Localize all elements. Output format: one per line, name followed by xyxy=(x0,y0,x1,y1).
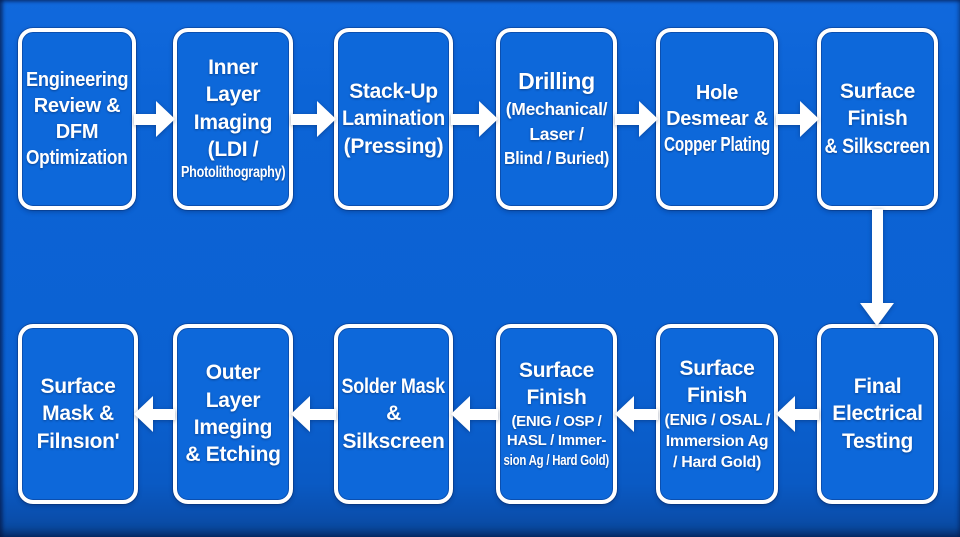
node-line: Imaging xyxy=(193,110,273,134)
node-line: Engineering xyxy=(25,69,129,91)
arrow-right-icon xyxy=(291,101,336,137)
node-stack-up-lamination: Stack-Up Lamination (Pressing) xyxy=(334,28,453,210)
node-surface-finish-enig-osp: Surface Finish (ENIG / OSP / HASL / Imme… xyxy=(496,324,617,504)
arrow-left-icon xyxy=(134,396,175,432)
node-line: (ENIG / OSAL / xyxy=(664,411,770,429)
node-line: Silkscreen xyxy=(342,429,445,453)
node-line: Blind / Buried) xyxy=(503,148,610,169)
node-line: Filnsıon' xyxy=(36,429,120,453)
arrow-right-icon xyxy=(134,101,175,137)
node-line: / Hard Gold) xyxy=(673,453,761,471)
node-line: Outer xyxy=(205,361,261,385)
arrow-left-icon xyxy=(291,396,336,432)
node-line: Review & xyxy=(33,95,121,117)
node-line: Surface xyxy=(40,375,116,399)
node-line: HASL / Immer- xyxy=(506,432,607,450)
node-line: (LDI / xyxy=(207,138,259,162)
node-line: Hole xyxy=(695,82,739,104)
node-line: & xyxy=(386,402,401,426)
node-surface-finish-silkscreen: Surface Finish & Silkscreen xyxy=(817,28,938,210)
arrow-right-icon xyxy=(451,101,498,137)
node-line: Electrical xyxy=(832,402,923,426)
node-line: Lamination xyxy=(341,107,446,131)
node-line: Mask & xyxy=(42,402,114,426)
node-line: Surface xyxy=(840,80,915,104)
node-line: Surface xyxy=(519,359,594,382)
node-line: & Etching xyxy=(185,443,281,467)
node-line: Layer xyxy=(205,83,261,107)
node-line: Imeging xyxy=(193,416,273,439)
node-line: Solder Mask xyxy=(341,375,446,399)
node-line: Finish xyxy=(847,107,908,131)
node-line: Layer xyxy=(205,388,261,412)
node-line: Optimization xyxy=(26,147,128,169)
node-engineering-review-dfm: Engineering Review & DFM Optimization xyxy=(18,28,136,210)
node-line: Immersion Ag xyxy=(665,432,769,450)
node-surface-mask-filnsion: Surface Mask & Filnsıon' xyxy=(18,324,138,504)
node-line: Photolithography) xyxy=(180,164,286,182)
node-solder-mask-silkscreen: Solder Mask & Silkscreen xyxy=(334,324,453,504)
arrow-right-icon xyxy=(615,101,658,137)
node-line: (ENIG / OSP / xyxy=(511,412,602,430)
node-line: Copper Plating xyxy=(663,134,771,156)
node-line: (Mechanical/ xyxy=(505,99,608,120)
arrow-right-icon xyxy=(776,101,819,137)
arrow-left-icon xyxy=(776,396,819,432)
arrow-down-icon xyxy=(860,209,894,326)
arrow-left-icon xyxy=(451,396,498,432)
node-line: DFM xyxy=(55,121,99,143)
node-inner-layer-imaging: Inner Layer Imaging (LDI / Photolithogra… xyxy=(173,28,293,210)
node-line: (Pressing) xyxy=(343,134,444,158)
node-line: & Silkscreen xyxy=(824,134,931,158)
node-surface-finish-enig-osal: Surface Finish (ENIG / OSAL / Immersion … xyxy=(656,324,778,504)
node-line: Stack-Up xyxy=(349,80,438,104)
node-line: Surface xyxy=(679,357,755,381)
node-line: Finish xyxy=(526,386,587,410)
node-line: sion Ag / Hard Gold) xyxy=(503,452,610,470)
node-line: Final xyxy=(853,375,902,399)
node-line: Inner xyxy=(208,56,258,80)
node-line: Desmear & xyxy=(666,108,768,130)
arrow-left-icon xyxy=(615,396,658,432)
node-line: Laser / xyxy=(529,123,584,144)
node-line: Testing xyxy=(841,429,913,453)
node-drilling: Drilling (Mechanical/ Laser / Blind / Bu… xyxy=(496,28,617,210)
node-line: Finish xyxy=(686,384,748,408)
node-outer-layer-imeging-etching: Outer Layer Imeging & Etching xyxy=(173,324,293,504)
node-hole-desmear-copper-plating: Hole Desmear & Copper Plating xyxy=(656,28,778,210)
node-final-electrical-testing: Final Electrical Testing xyxy=(817,324,938,504)
node-line: Drilling xyxy=(518,68,595,95)
